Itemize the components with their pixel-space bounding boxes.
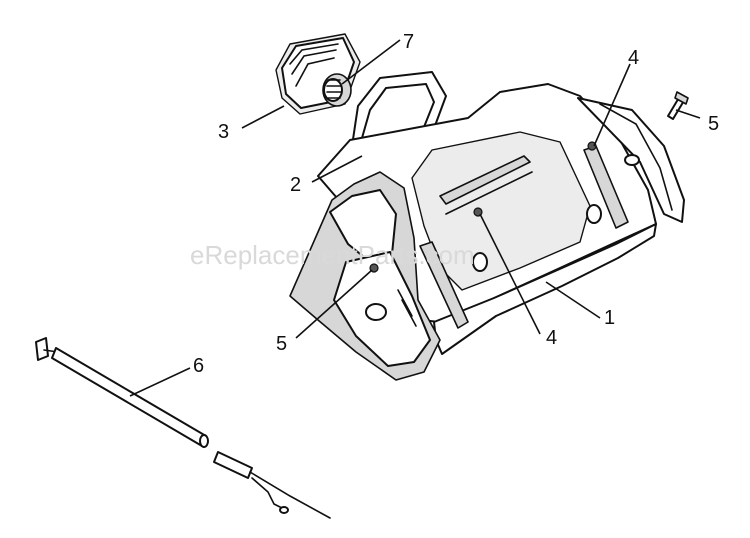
leader-4-center — [479, 213, 541, 335]
part-4-screw-right — [587, 141, 597, 151]
leader-2 — [311, 155, 363, 183]
part-1-hood-shroud — [289, 83, 685, 381]
callout-6: 6 — [193, 355, 204, 377]
callout-7: 7 — [403, 31, 414, 53]
callout-5-left: 5 — [276, 333, 287, 355]
callout-5-right: 5 — [708, 113, 719, 135]
callout-4-center: 4 — [546, 327, 557, 349]
leader-5-left — [295, 269, 373, 339]
callout-2: 2 — [290, 174, 301, 196]
part-7-bulb-socket — [322, 73, 352, 107]
leader-7 — [341, 39, 401, 85]
part-6-cable-rod — [35, 337, 331, 519]
watermark-text: eReplacementParts.com — [190, 240, 475, 270]
callout-1: 1 — [604, 307, 615, 329]
part-5-bolt-right — [667, 91, 689, 120]
callout-3: 3 — [218, 121, 229, 143]
leader-1 — [545, 281, 601, 319]
callout-4-right: 4 — [628, 47, 639, 69]
leader-4-right — [593, 63, 631, 147]
leader-lines — [129, 39, 701, 397]
leader-6 — [129, 367, 191, 397]
leader-5-right — [675, 109, 701, 119]
leader-3 — [241, 105, 285, 129]
part-3-headlight-housing — [275, 33, 361, 115]
